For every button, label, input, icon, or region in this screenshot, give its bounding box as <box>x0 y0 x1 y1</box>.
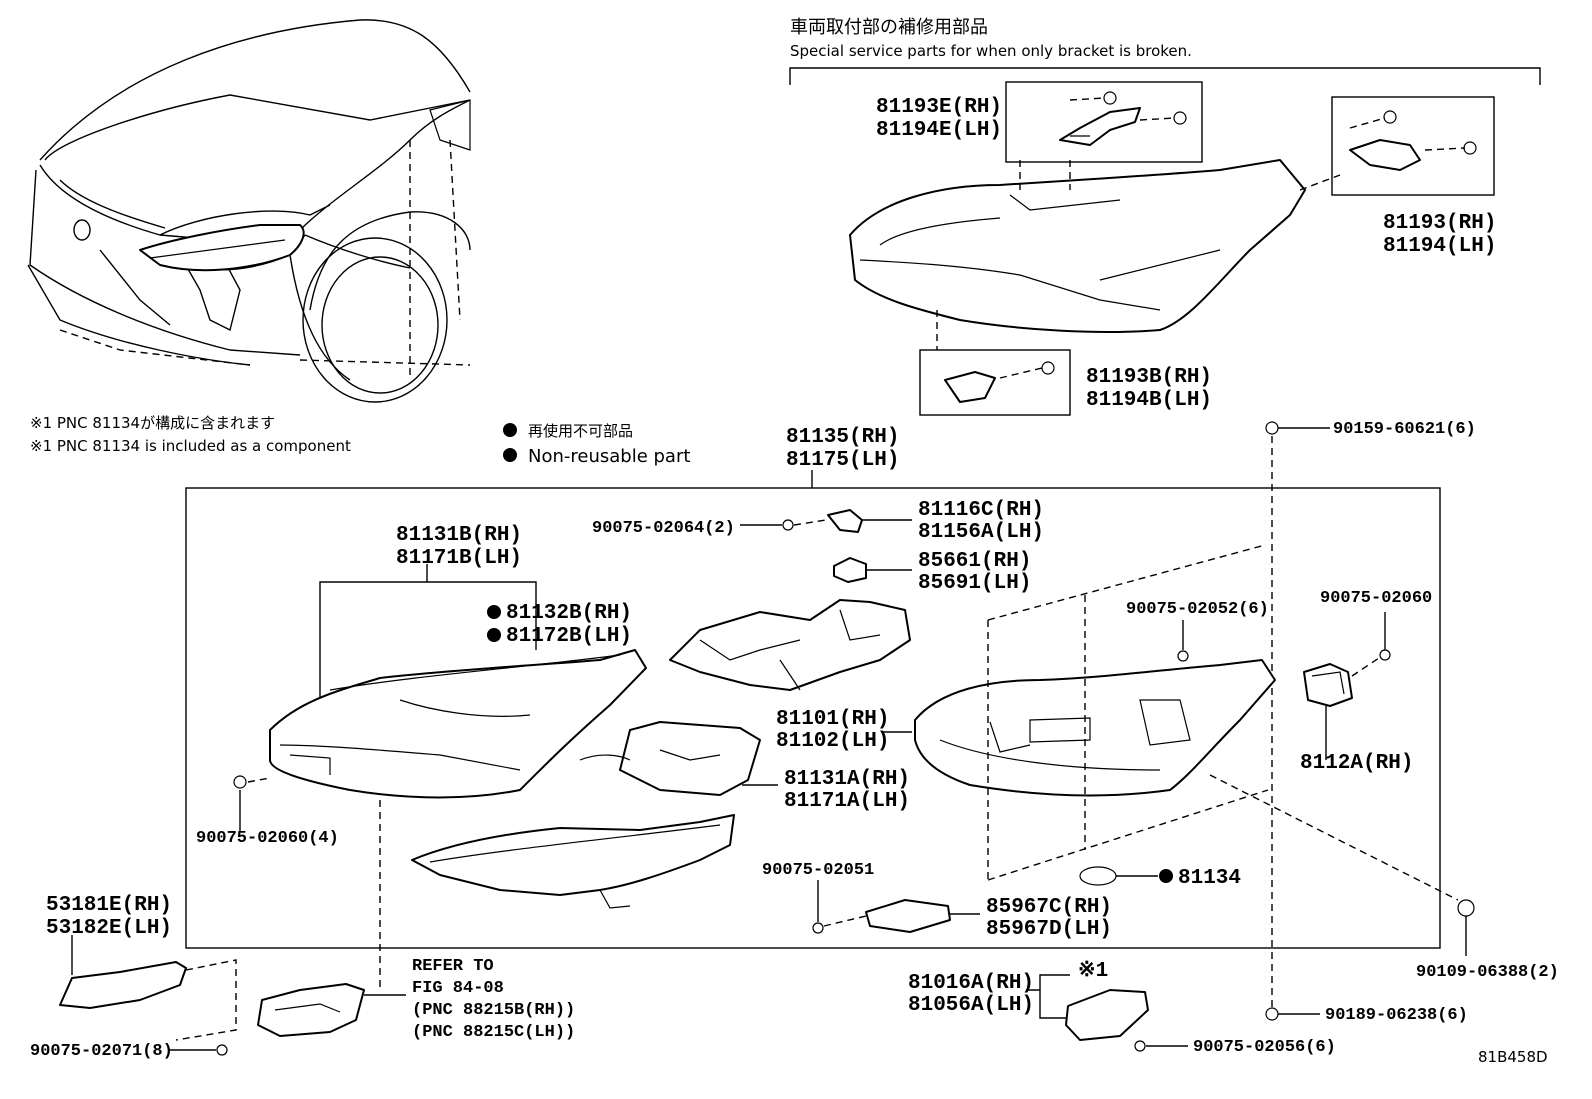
non-reusable-dot-icon <box>487 628 501 642</box>
label-8112A-rh: 8112A(RH) <box>1300 752 1413 775</box>
non-reusable-dot-icon <box>503 423 517 437</box>
non-reusable-dot-icon <box>1159 869 1173 883</box>
bracket-title-jp: 車両取付部の補修用部品 <box>790 17 988 38</box>
screw-90075-02051-icon <box>812 922 824 934</box>
label-81193B-rh: 81193B(RH) <box>1086 366 1212 389</box>
figure-id: 81B458D <box>1478 1048 1548 1066</box>
label-81194E-lh: 81194E(LH) <box>876 119 1002 142</box>
screw-90075-02056-icon <box>1134 1040 1146 1052</box>
label-81132B-rh: 81132B(RH) <box>506 602 632 625</box>
label-85661-rh: 85661(RH) <box>918 550 1031 573</box>
ecu-81016A-illustration <box>1065 989 1149 1041</box>
label-90159: 90159-60621(6) <box>1333 420 1476 439</box>
bracket-81193E-part <box>1059 91 1187 146</box>
label-81171A-lh: 81171A(LH) <box>784 790 910 813</box>
label-81056A-lh: 81056A(LH) <box>908 994 1034 1017</box>
screw-90075-02064-icon <box>782 519 794 531</box>
label-81131A-rh: 81131A(RH) <box>784 768 910 791</box>
label-81194-lh: 81194(LH) <box>1383 235 1496 258</box>
label-81156A-lh: 81156A(LH) <box>918 521 1044 544</box>
pnc-note-en: ※1 PNC 81134 is included as a component <box>30 437 351 455</box>
label-81135-rh: 81135(RH) <box>786 426 899 449</box>
nonreuse-en: Non-reusable part <box>528 446 690 467</box>
seal-81134-icon <box>1079 866 1117 886</box>
bracket-81193B-part <box>944 361 1055 403</box>
refer-to-line2: FIG 84-08 <box>412 979 504 998</box>
screw-90109-icon <box>1457 899 1475 917</box>
trim-strip-illustration <box>411 814 735 909</box>
label-90075-02051: 90075-02051 <box>762 861 874 880</box>
assembly-frame-81135 <box>185 487 1441 949</box>
refer-to-line1: REFER TO <box>412 957 494 976</box>
label-85967D-lh: 85967D(LH) <box>986 918 1112 941</box>
label-81171B-lh: 81171B(LH) <box>396 547 522 570</box>
label-90075-02056: 90075-02056(6) <box>1193 1038 1336 1057</box>
garnish-53181E-illustration <box>59 961 187 1009</box>
headlamp-top-illustration <box>849 159 1341 350</box>
clip-85661-illustration <box>833 557 867 583</box>
bracket-box-81193B <box>919 349 1071 416</box>
refer-to-line4: (PNC 88215C(LH)) <box>412 1023 575 1042</box>
lens-81131B-illustration <box>269 649 647 799</box>
leader-81131B <box>319 581 537 720</box>
bracket-title-en: Special service parts for when only brac… <box>790 42 1192 60</box>
label-90075-02060-4: 90075-02060(4) <box>196 829 339 848</box>
label-81116C-rh: 81116C(RH) <box>918 499 1044 522</box>
label-81175-lh: 81175(LH) <box>786 449 899 472</box>
actuator-8112A-illustration <box>1303 663 1353 707</box>
label-81193-rh: 81193(RH) <box>1383 212 1496 235</box>
bracket-box-81193 <box>1331 96 1495 196</box>
screw-90075-02060-icon <box>1379 649 1391 661</box>
vehicle-front-illustration <box>27 19 471 403</box>
label-81101-rh: 81101(RH) <box>776 708 889 731</box>
screw-90159-icon <box>1265 421 1279 435</box>
screw-90075-02052-icon <box>1177 650 1189 662</box>
label-81134: 81134 <box>1178 867 1241 890</box>
nonreuse-jp: 再使用不可部品 <box>528 422 633 440</box>
screw-90189-icon <box>1265 1007 1279 1021</box>
bracket-81116C-illustration <box>827 509 863 533</box>
label-85967C-rh: 85967C(RH) <box>986 896 1112 919</box>
label-81194B-lh: 81194B(LH) <box>1086 389 1212 412</box>
shield-81131A-illustration <box>579 721 761 796</box>
refer-to-line3: (PNC 88215B(RH)) <box>412 1001 575 1020</box>
label-90189: 90189-06238(6) <box>1325 1006 1468 1025</box>
label-90109: 90109-06388(2) <box>1416 963 1559 982</box>
non-reusable-dot-icon <box>503 448 517 462</box>
label-81193E-rh: 81193E(RH) <box>876 96 1002 119</box>
module-85967C-illustration <box>865 899 951 933</box>
label-53181E-rh: 53181E(RH) <box>46 894 172 917</box>
housing-81101-illustration <box>914 659 1276 797</box>
ref-mark-1: ※1 <box>1078 959 1108 983</box>
label-81016A-rh: 81016A(RH) <box>908 972 1034 995</box>
bracket-scope-line <box>789 67 1541 85</box>
label-85691-lh: 85691(LH) <box>918 572 1031 595</box>
bracket-box-81193E <box>1005 81 1203 163</box>
bracket-88215-illustration <box>257 983 365 1037</box>
screw-90075-02060-4-icon <box>233 775 247 789</box>
label-90075-02064: 90075-02064(2) <box>592 519 735 538</box>
label-81172B-lh: 81172B(LH) <box>506 625 632 648</box>
label-53182E-lh: 53182E(LH) <box>46 917 172 940</box>
label-90075-02060: 90075-02060 <box>1320 589 1432 608</box>
pnc-note-jp: ※1 PNC 81134が構成に含まれます <box>30 414 275 432</box>
bracket-81193-part <box>1349 110 1477 171</box>
non-reusable-dot-icon <box>487 605 501 619</box>
label-81102-lh: 81102(LH) <box>776 730 889 753</box>
housing-frame-illustration <box>669 599 911 691</box>
label-90075-02071: 90075-02071(8) <box>30 1042 173 1061</box>
label-90075-02052: 90075-02052(6) <box>1126 600 1269 619</box>
housing-dashed-outline <box>987 544 1459 901</box>
label-81131B-rh: 81131B(RH) <box>396 524 522 547</box>
screw-90075-02071-icon <box>216 1044 228 1056</box>
